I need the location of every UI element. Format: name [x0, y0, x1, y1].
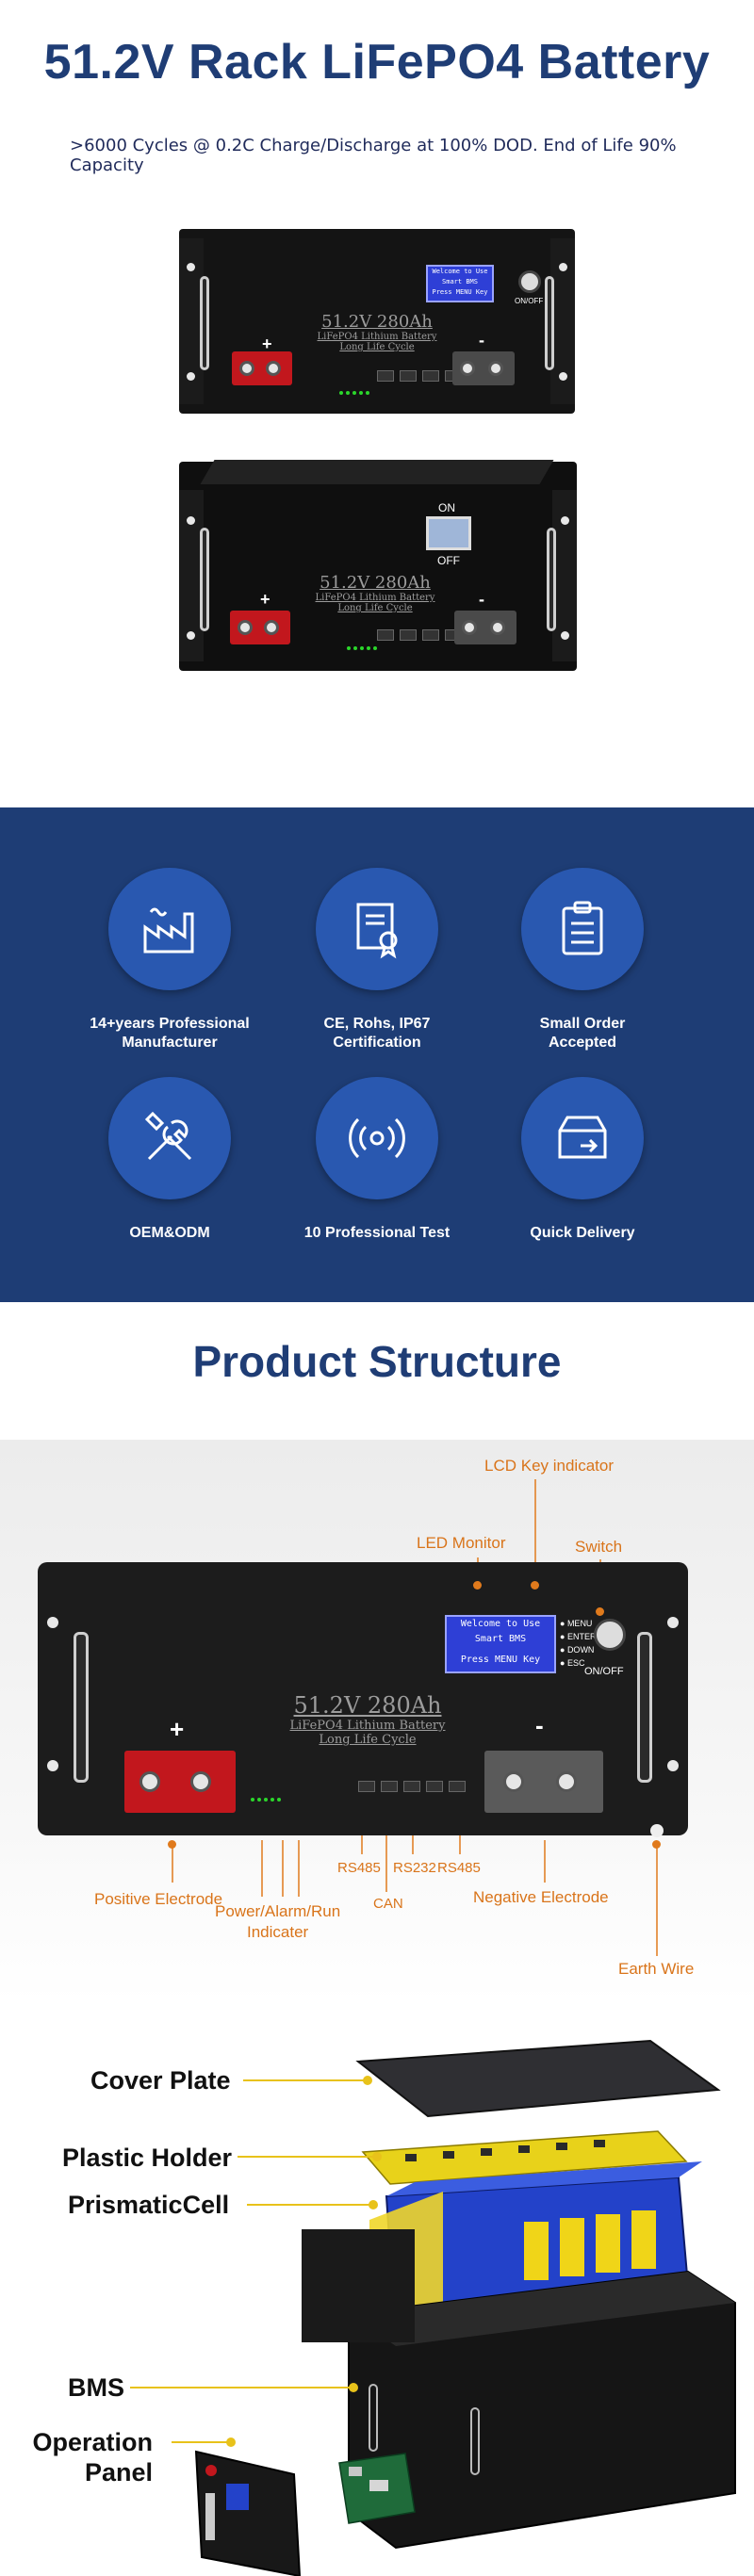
features-section: 14+years Professional Manufacturer CE, R… — [0, 807, 754, 1302]
negative-terminal — [454, 611, 516, 644]
battery-label: 51.2V 280Ah LiFePO4 Lithium Battery Long… — [315, 573, 435, 613]
battery-label: 51.2V 280Ah LiFePO4 Lithium Battery Long… — [317, 312, 437, 352]
callout-positive-electrode: Positive Electrode — [94, 1890, 223, 1908]
handle-left — [200, 276, 209, 370]
negative-terminal — [452, 351, 515, 385]
exploded-battery-illustration — [130, 2039, 736, 2576]
signal-icon — [349, 1117, 405, 1159]
callout-led-monitor: LED Monitor — [417, 1534, 506, 1552]
power-switch — [426, 516, 471, 550]
negative-terminal — [484, 1751, 603, 1813]
callout-earth-wire: Earth Wire — [618, 1960, 695, 1978]
callout-power-alarm-run: Power/Alarm/Run Indicater — [215, 1902, 341, 1941]
hero-section: 51.2V Rack LiFePO4 Battery >6000 Cycles … — [0, 0, 754, 807]
battery-angled-image: ON OFF 51.2V 280Ah LiFePO4 Lithium Batte… — [179, 460, 577, 671]
power-knob — [594, 1619, 626, 1651]
feature-small-order: Small Order Accepted — [469, 868, 696, 1052]
tools-icon — [144, 1111, 192, 1161]
positive-terminal — [230, 611, 290, 644]
callout-switch: Switch — [575, 1538, 623, 1556]
callout-rs485-right: RS485 — [437, 1860, 481, 1876]
subtitle: >6000 Cycles @ 0.2C Charge/Discharge at … — [70, 136, 677, 175]
callout-negative-electrode: Negative Electrode — [473, 1888, 609, 1906]
lcd-screen: Welcome to Use Smart BMS Press MENU Key — [445, 1615, 556, 1673]
structure-diagram: Welcome to Use Smart BMS Press MENU Key … — [0, 1440, 754, 2003]
label-plastic-holder: Plastic Holder — [62, 2144, 233, 2172]
exploded-view: Cover Plate Plastic Holder PrismaticCell… — [0, 2003, 754, 2576]
label-prismatic-cell: PrismaticCell — [68, 2191, 230, 2219]
earth-bolt — [650, 1824, 664, 1837]
label-cover-plate: Cover Plate — [90, 2066, 231, 2095]
lcd-screen: Welcome to Use Smart BMS Press MENU Key — [426, 265, 494, 302]
feature-quick-delivery: Quick Delivery — [469, 1077, 696, 1243]
handle-right — [545, 276, 554, 370]
feature-certification: CE, Rohs, IP67 Certification — [264, 868, 490, 1052]
power-knob — [518, 270, 541, 293]
handle-left — [74, 1632, 89, 1783]
feature-manufacturer: 14+years Professional Manufacturer — [57, 868, 283, 1052]
product-structure-title: Product Structure — [192, 1337, 562, 1386]
feature-professional-test: 10 Professional Test — [264, 1077, 490, 1243]
callout-rs485-left: RS485 — [337, 1860, 381, 1876]
menu-keys: ● MENU ● ENTER ● DOWN ● ESC — [560, 1619, 597, 1668]
factory-icon — [143, 907, 194, 954]
label-operation-panel: Operation Panel — [32, 2428, 153, 2486]
callout-lcd-key-indicator: LCD Key indicator — [484, 1457, 615, 1475]
positive-terminal — [232, 351, 292, 385]
label-bms: BMS — [68, 2373, 124, 2402]
handle-left — [200, 528, 209, 631]
battery-front-panel: Welcome to Use Smart BMS Press MENU Key … — [38, 1562, 688, 1837]
clipboard-icon — [562, 901, 603, 955]
battery-front-image: Welcome to Use Smart BMS Press MENU Key … — [179, 229, 575, 414]
callout-rs232: RS232 — [393, 1860, 436, 1876]
handle-right — [637, 1632, 652, 1783]
feature-oem-odm: OEM&ODM — [57, 1077, 283, 1243]
positive-terminal — [124, 1751, 236, 1813]
delivery-box-icon — [558, 1116, 607, 1159]
page-title: 51.2V Rack LiFePO4 Battery — [43, 35, 711, 90]
certificate-icon — [356, 903, 398, 959]
callout-can: CAN — [373, 1896, 403, 1912]
battery-label: 51.2V 280Ah LiFePO4 Lithium Battery Long… — [289, 1692, 446, 1747]
handle-right — [547, 528, 556, 631]
